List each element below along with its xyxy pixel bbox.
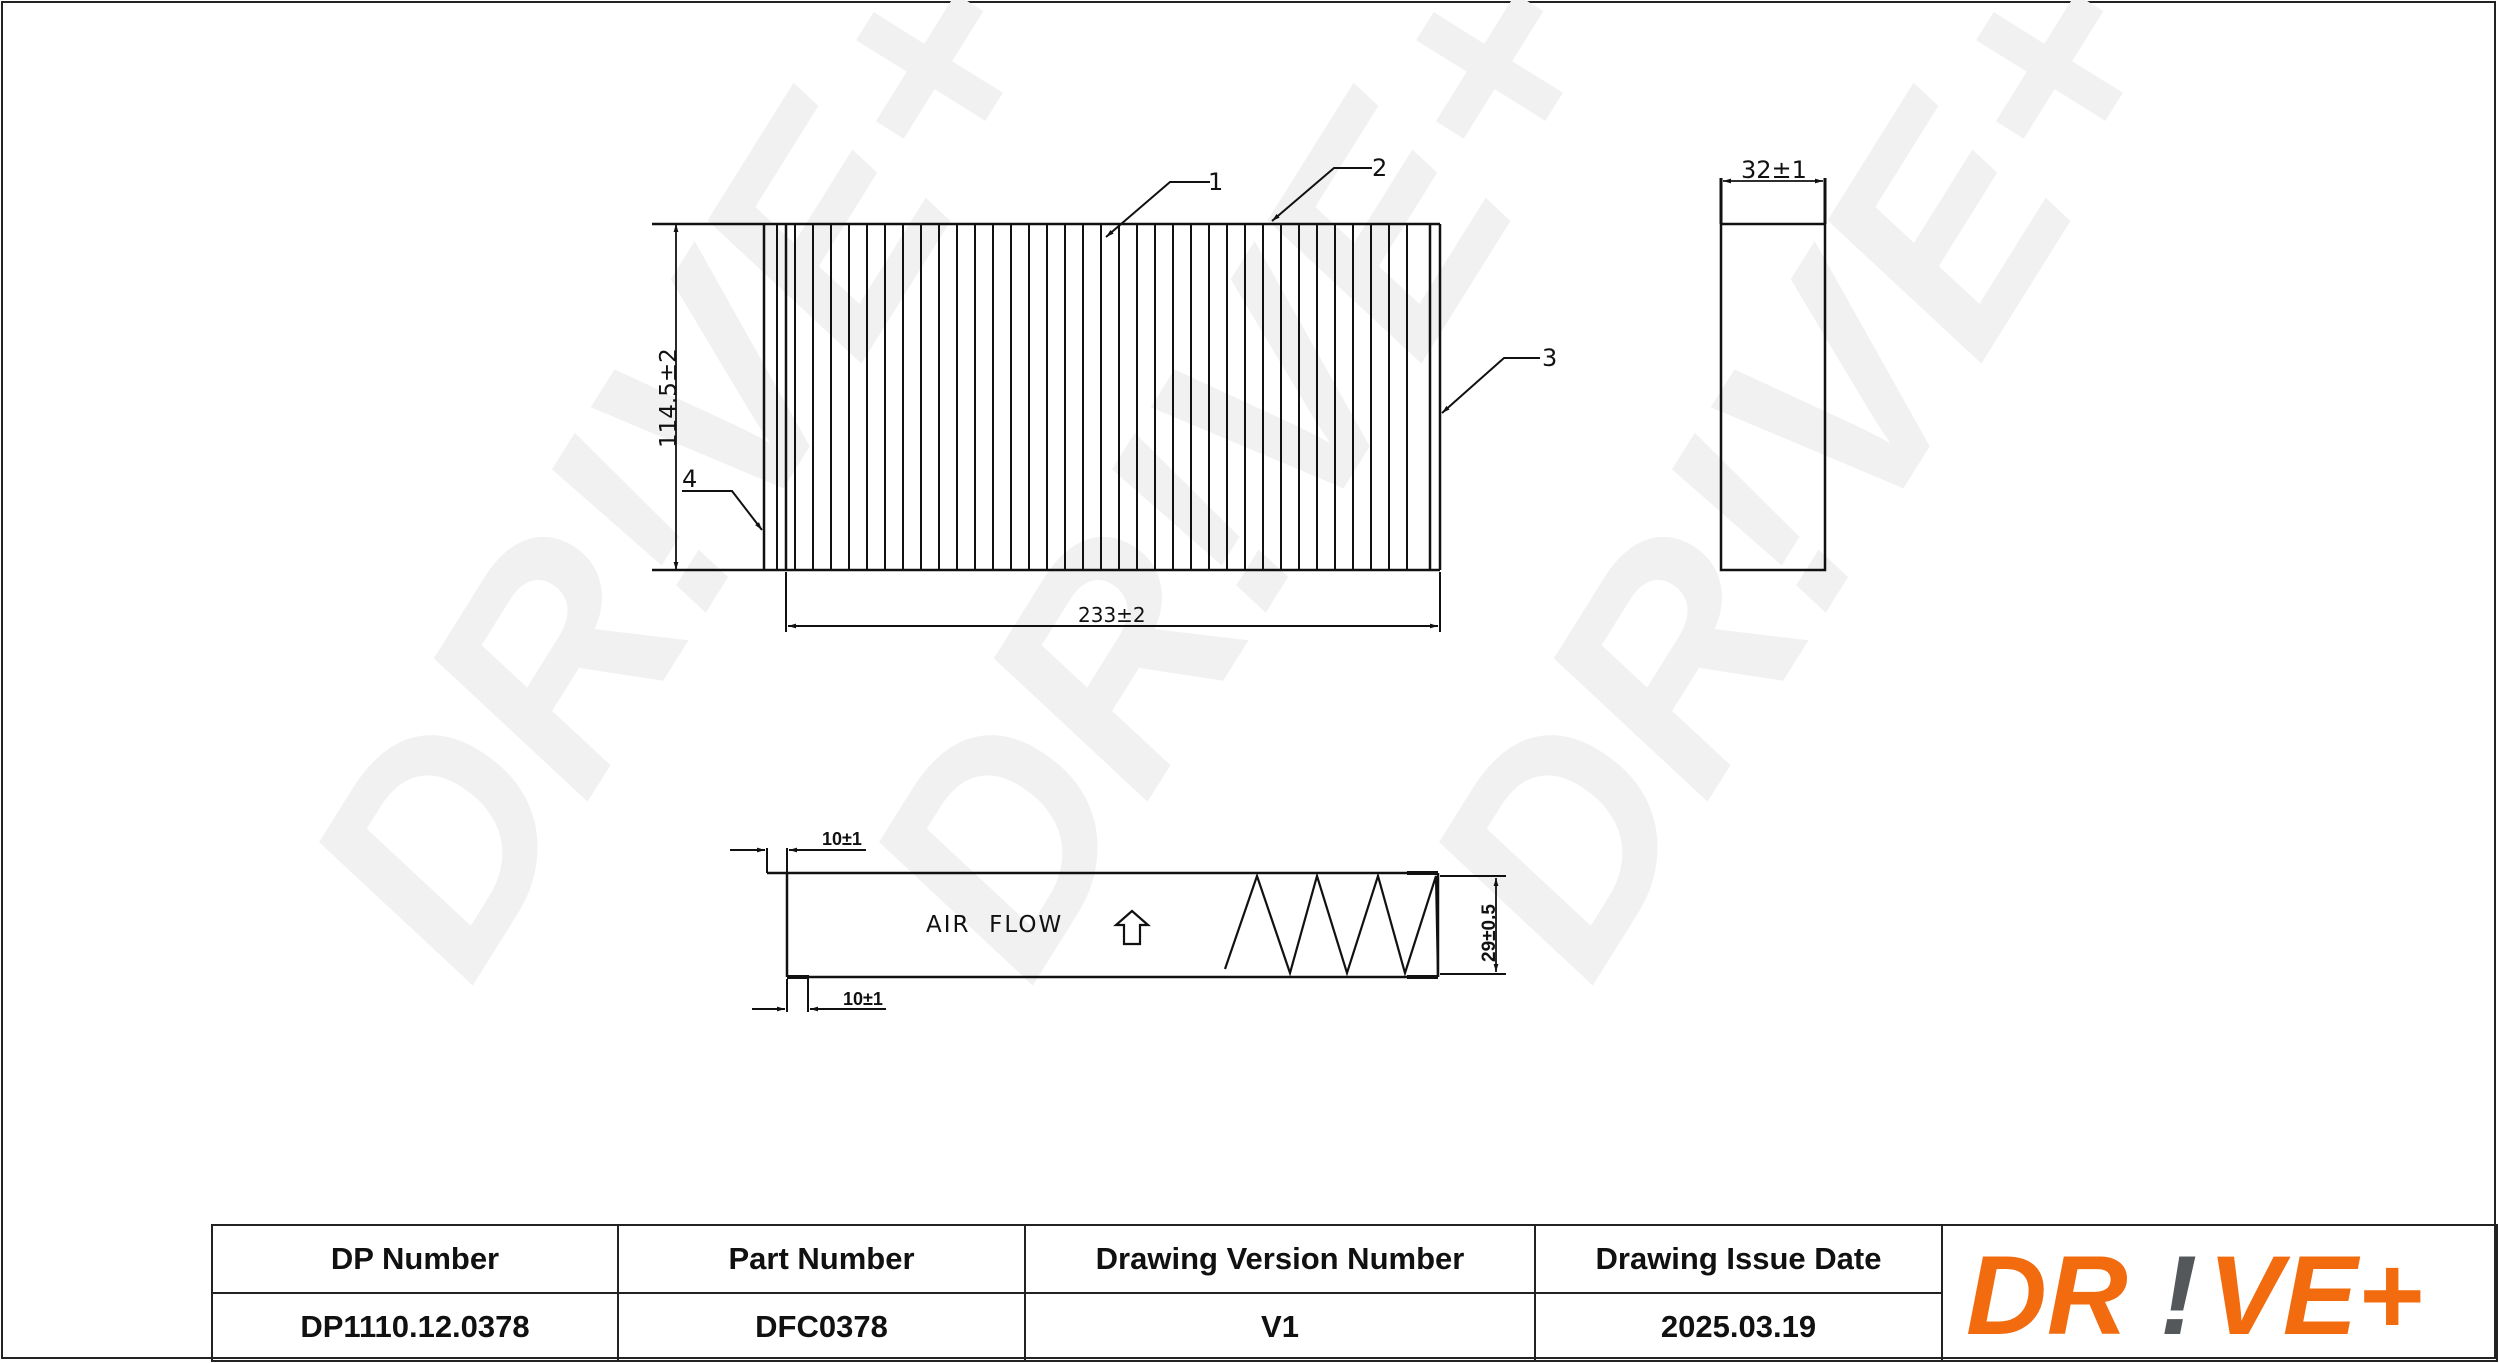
header-part-number: Part Number <box>617 1224 1026 1294</box>
logo-text-dr: DR <box>1966 1238 2128 1348</box>
callout-1: 1 <box>1208 168 1223 196</box>
front-view-labels: 1 2 3 4 114.5±2 233±2 <box>656 154 1557 627</box>
logo-mark-icon: ! <box>2160 1238 2197 1348</box>
watermark-logos: DR!VE+ DR!VE+ DR!VE+ <box>239 0 2231 1024</box>
top-offset-dimension: 10±1 <box>822 829 862 849</box>
bottom-offset-dimension: 10±1 <box>843 989 883 1009</box>
brand-logo: DR ! VE+ <box>1941 1224 2498 1362</box>
callout-4: 4 <box>682 465 697 493</box>
callout-2: 2 <box>1372 154 1387 182</box>
title-block: DP Number Part Number Drawing Version Nu… <box>211 1224 2498 1362</box>
thickness-dimension: 29±0.5 <box>1479 904 1500 962</box>
value-issue-date: 2025.03.19 <box>1534 1292 1943 1362</box>
header-drawing-version: Drawing Version Number <box>1024 1224 1536 1294</box>
logo-text-ve: VE+ <box>2208 1238 2423 1348</box>
height-dimension: 114.5±2 <box>656 348 682 448</box>
callout-3: 3 <box>1542 344 1557 372</box>
front-view <box>652 167 1540 632</box>
section-view <box>730 847 1506 1012</box>
value-part-number: DFC0378 <box>617 1292 1026 1362</box>
title-block-value-row: DP1110.12.0378 DFC0378 V1 2025.03.19 <box>211 1292 2497 1362</box>
section-view-labels: 10±1 10±1 29±0.5 AIR FLOW <box>822 829 1500 1009</box>
width-dimension: 233±2 <box>1078 603 1146 627</box>
header-dp-number: DP Number <box>211 1224 619 1294</box>
depth-dimension: 32±1 <box>1741 156 1807 184</box>
header-issue-date: Drawing Issue Date <box>1534 1224 1943 1294</box>
value-dp-number: DP1110.12.0378 <box>211 1292 619 1362</box>
title-block-header-row: DP Number Part Number Drawing Version Nu… <box>211 1224 2498 1362</box>
value-drawing-version: V1 <box>1024 1292 1536 1362</box>
air-flow-label: AIR FLOW <box>926 912 1063 938</box>
arrow-up-outline-icon <box>1113 909 1151 946</box>
side-view <box>1719 178 1827 572</box>
